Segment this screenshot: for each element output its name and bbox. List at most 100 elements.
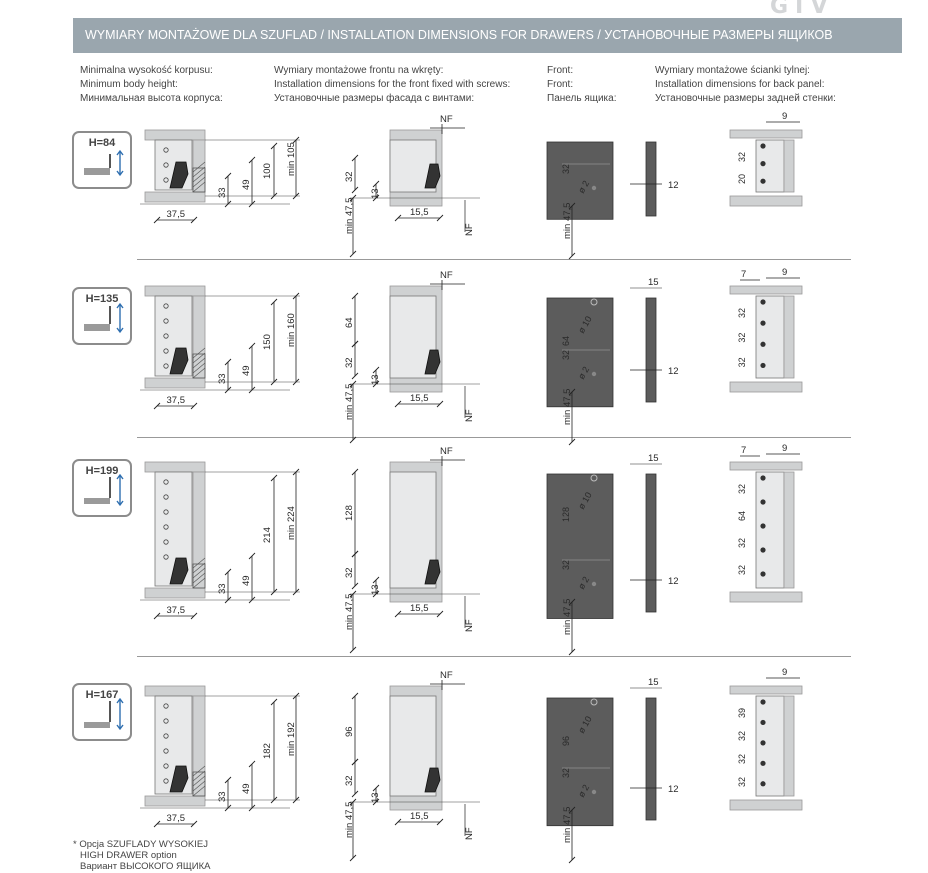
drawer-height-icon <box>84 302 124 334</box>
dimension-label: 13 <box>370 584 381 595</box>
cabinet-side-wall <box>192 471 206 589</box>
dimension-tick <box>153 820 161 828</box>
dimension-tick <box>349 380 357 388</box>
dimension-tick <box>568 438 576 446</box>
back-top-panel <box>729 129 803 139</box>
back-side-wall <box>783 295 795 379</box>
panel-dimension: 32 <box>561 164 571 174</box>
dimension-label: 100 <box>262 163 273 179</box>
dimension-tick <box>394 400 402 408</box>
front-panel-face <box>546 141 614 220</box>
heading-line: Installation dimensions for back panel: <box>655 79 825 90</box>
hatch-line <box>192 577 206 589</box>
cabinet-bottom-panel <box>144 795 206 807</box>
dimension-label: min 47,5 <box>562 599 573 635</box>
dimension-tick <box>351 292 359 300</box>
hatch-line <box>192 176 206 188</box>
heading-line: Minimalna wysokość korpusu: <box>80 65 213 76</box>
dimension-tick <box>248 760 256 768</box>
fixing-hole <box>163 177 169 183</box>
height-badge-label: H=199 <box>85 465 119 477</box>
dimension-tick <box>351 790 359 798</box>
hatch-line <box>192 557 206 569</box>
nf-label: NF <box>464 827 475 840</box>
fixing-hole <box>163 778 169 784</box>
back-panel <box>755 695 785 797</box>
front-bracket <box>424 163 441 189</box>
fixing-hole <box>163 333 169 339</box>
dimension-tick <box>224 804 232 812</box>
drawer-mechanism <box>169 347 189 375</box>
dimension-label: 33 <box>217 791 228 802</box>
back-fixing-hole <box>760 475 766 481</box>
dimension-tick <box>372 194 380 202</box>
cabinet-top-panel <box>144 685 206 697</box>
drawer-height-icon <box>84 149 124 177</box>
dimension-tick <box>436 610 444 618</box>
handle-hole <box>590 298 598 306</box>
dimension-tick <box>436 400 444 408</box>
screw-hole <box>591 185 597 191</box>
panel-dimension: 32 <box>561 768 571 778</box>
panel-dimension: 128 <box>561 507 571 522</box>
back-dimension: 7 <box>741 269 746 280</box>
handle-hole <box>590 474 598 482</box>
back-side-wall <box>783 139 795 193</box>
cabinet-bottom-panel <box>144 587 206 599</box>
nf-label: NF <box>464 223 475 236</box>
dimension-tick <box>292 378 300 386</box>
back-panel <box>755 471 785 589</box>
back-bottom-panel <box>729 591 803 603</box>
back-dimension: 9 <box>782 667 787 678</box>
dimension-label: min 160 <box>286 313 297 347</box>
screw-hole <box>591 371 597 377</box>
hatch-line <box>192 367 206 379</box>
back-dimension: 32 <box>737 308 747 318</box>
fixing-hole <box>163 718 169 724</box>
nf-label: NF <box>440 270 453 281</box>
dimension-tick <box>351 550 359 558</box>
dimension-tick <box>270 378 278 386</box>
panel-side-view <box>645 141 657 217</box>
dimension-tick <box>190 216 198 224</box>
nf-label: NF <box>440 446 453 457</box>
dimension-tick <box>248 596 256 604</box>
cabinet-top-panel <box>144 461 206 473</box>
screw-hole <box>591 581 597 587</box>
drawer-mechanism <box>169 557 189 585</box>
drawer-mechanism <box>169 161 189 189</box>
dimension-tick <box>372 798 380 806</box>
fixing-hole <box>163 539 169 545</box>
back-dimension: 20 <box>737 174 747 184</box>
dimension-label: min 47,5 <box>562 203 573 239</box>
fixing-hole <box>163 554 169 560</box>
front-bracket <box>424 767 441 793</box>
dimension-tick <box>394 818 402 826</box>
side-dimension: 15 <box>648 453 659 464</box>
dimension-tick <box>248 200 256 208</box>
fixing-hole <box>163 147 169 153</box>
fixing-hole <box>163 524 169 530</box>
dimension-tick <box>270 192 278 200</box>
hatch-line <box>192 357 206 369</box>
dimension-tick <box>349 250 357 258</box>
dimension-label: 64 <box>344 317 355 328</box>
back-fixing-hole <box>760 499 766 505</box>
runner-hatch <box>192 563 206 589</box>
heading-line: Wymiary montażowe frontu na wkręty: <box>274 65 444 76</box>
back-dimension: 64 <box>737 511 747 521</box>
heading-line: Установочные размеры задней стенки: <box>655 93 836 104</box>
height-badge-label: H=135 <box>85 293 119 305</box>
side-dimension: 12 <box>668 180 679 191</box>
dimension-tick <box>224 200 232 208</box>
hatch-line <box>192 181 206 193</box>
footnote-line: Вариант ВЫСОКОГО ЯЩИКА <box>80 861 211 872</box>
row-divider <box>137 259 851 260</box>
dimension-tick <box>270 698 278 706</box>
back-dimension: 9 <box>782 443 787 454</box>
fixing-hole <box>163 303 169 309</box>
back-top-panel <box>729 685 803 695</box>
dimension-label: min 47,5 <box>562 807 573 843</box>
heading-line: Front: <box>547 65 574 76</box>
